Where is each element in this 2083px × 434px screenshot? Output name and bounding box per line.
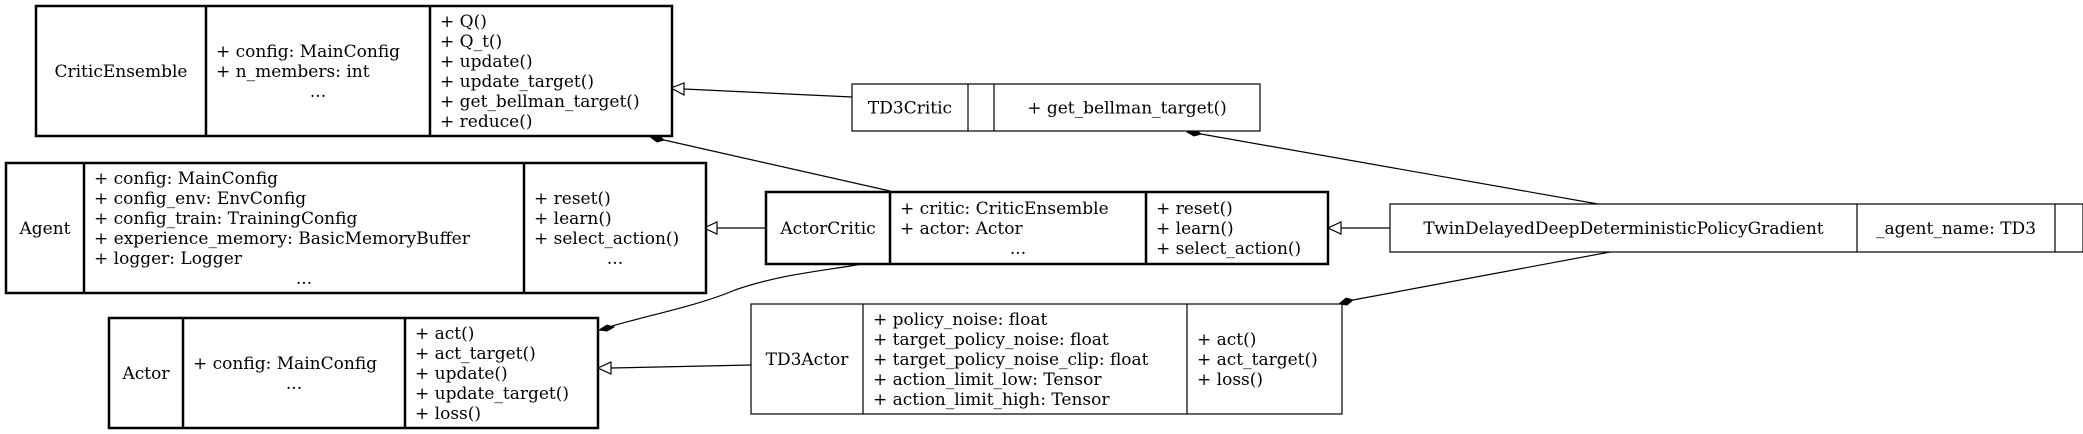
class-box: [4, 161, 708, 295]
attribute-ellipsis: ...: [1010, 239, 1026, 259]
method-line: + select_action(): [1156, 239, 1301, 259]
inheritance-arrowhead: [669, 82, 685, 97]
attribute-line: + target_policy_noise_clip: float: [873, 350, 1149, 370]
class-critic-ensemble: CriticEnsemble + config: MainConfig+ n_me…: [34, 4, 674, 138]
class-name: Actor: [122, 364, 171, 384]
class-agent: Agent + config: MainConfig+ config_env: E…: [4, 161, 708, 295]
attribute-line: + config: MainConfig: [193, 354, 377, 374]
method-line: + act_target(): [1197, 350, 1318, 370]
method-ellipsis: ...: [607, 249, 623, 269]
inheritance-edge-td3actor-actor: [610, 364, 752, 369]
class-box: [750, 303, 1343, 415]
composition-edge-actorcritic-actor: [611, 263, 863, 327]
class-actor: Actor + config: MainConfig... + act()+ act…: [107, 316, 600, 430]
attribute-line: + config: MainConfig: [94, 169, 278, 189]
attribute-line: + target_policy_noise: float: [873, 330, 1109, 350]
composition-edge-actorcritic-criticensemble: [663, 139, 891, 192]
method-line: + act(): [1197, 330, 1256, 350]
method-line: + update(): [440, 52, 533, 72]
method-line: + Q_t(): [440, 32, 502, 52]
composition-diamond: [597, 324, 616, 332]
class-box: [34, 4, 674, 138]
attribute-ellipsis: ...: [296, 269, 312, 289]
class-box: [107, 316, 600, 430]
attribute-line: + config_env: EnvConfig: [94, 189, 306, 209]
composition-edge-td3-td3actor: [1352, 251, 1611, 301]
class-name: TD3Critic: [868, 99, 952, 119]
method-line: + loss(): [1197, 370, 1263, 390]
class-td3: TwinDelayedDeepDeterministicPolicyGradie…: [1389, 203, 2083, 253]
attribute-ellipsis: ...: [286, 374, 302, 394]
composition-diamond: [1337, 297, 1355, 306]
attribute-line: + action_limit_high: Tensor: [873, 390, 1110, 410]
attribute-line: + config: MainConfig: [216, 42, 400, 62]
class-actor-critic: ActorCritic + critic: CriticEnsemble+ act…: [764, 190, 1330, 266]
classes-layer: CriticEnsemble+ config: MainConfig+ n_me…: [4, 4, 2083, 430]
inheritance-edge-td3critic-criticensemble: [683, 88, 853, 98]
attribute-line: + action_limit_low: Tensor: [873, 370, 1102, 390]
attribute-line: + experience_memory: BasicMemoryBuffer: [94, 229, 471, 249]
class-box: [1389, 203, 2083, 253]
class-name: CriticEnsemble: [54, 62, 187, 82]
method-line: + update_target(): [415, 384, 569, 404]
method-line: + loss(): [415, 404, 481, 424]
method-line: + learn(): [534, 209, 612, 229]
method-line: + learn(): [1156, 219, 1234, 239]
method-line: + select_action(): [534, 229, 679, 249]
inheritance-arrowhead: [596, 361, 612, 375]
class-td3-critic: TD3Critic + get_bellman_target(): [851, 83, 1261, 132]
attribute-line: + critic: CriticEnsemble: [900, 199, 1109, 219]
method-line: + act_target(): [415, 344, 536, 364]
attribute-line: + policy_noise: float: [873, 310, 1048, 330]
method-line: + get_bellman_target(): [1027, 99, 1227, 119]
method-line: + update(): [415, 364, 508, 384]
class-name: TwinDelayedDeepDeterministicPolicyGradie…: [1423, 219, 1823, 239]
method-line: + reset(): [1156, 199, 1233, 219]
method-line: + act(): [415, 324, 474, 344]
attribute-line: + config_train: TrainingConfig: [94, 209, 357, 229]
class-name: ActorCritic: [779, 219, 875, 239]
class-name: Agent: [19, 219, 71, 239]
method-line: + update_target(): [440, 72, 594, 92]
attribute-ellipsis: ...: [310, 82, 326, 102]
class-name: TD3Actor: [766, 350, 850, 370]
attribute-line: _agent_name: TD3: [1876, 219, 2036, 239]
class-td3-actor: TD3Actor+ policy_noise: float+ target_po…: [750, 303, 1343, 415]
method-line: + Q(): [440, 12, 487, 32]
class-box: [851, 83, 1261, 132]
inheritance-arrowhead: [702, 221, 718, 235]
attribute-line: + n_members: int: [216, 62, 370, 82]
method-line: + get_bellman_target(): [440, 92, 640, 112]
method-line: + reset(): [534, 189, 611, 209]
method-line: + reduce(): [440, 112, 533, 132]
inheritance-arrowhead: [1326, 221, 1342, 235]
attribute-line: + actor: Actor: [900, 219, 1023, 239]
class-box: [764, 190, 1330, 266]
attribute-line: + logger: Logger: [94, 249, 243, 269]
composition-edge-td3-td3critic: [1200, 133, 1599, 205]
